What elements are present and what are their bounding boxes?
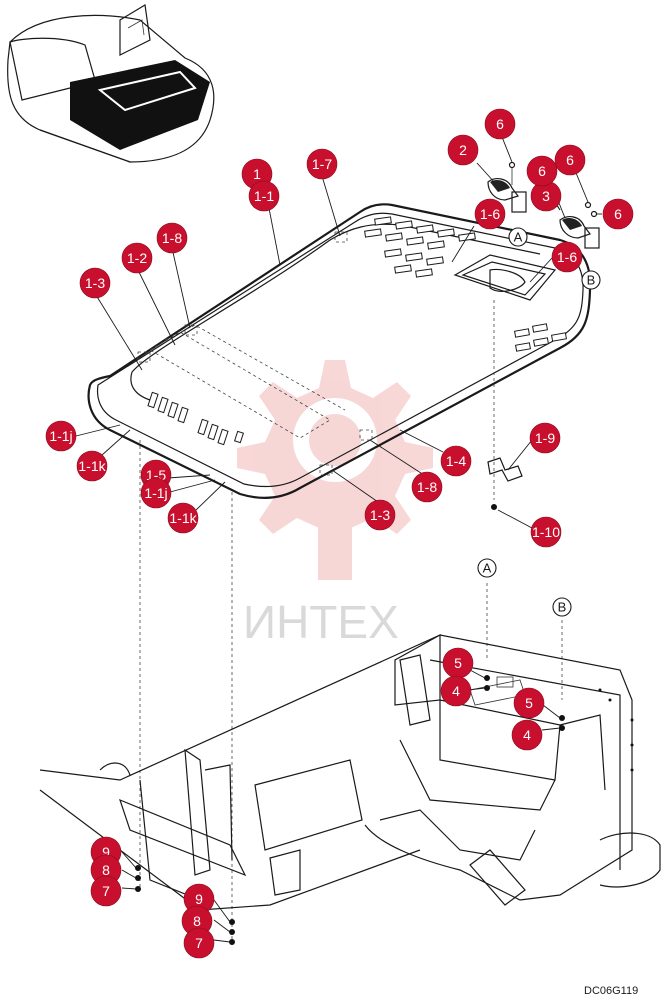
svg-text:1-1j: 1-1j [49, 428, 72, 444]
callout-bubble: 7 [183, 927, 215, 959]
ref-circle-a-bottom: A [477, 558, 497, 578]
callout-bubble: 1-6 [474, 198, 506, 230]
callout-bubble: 4 [440, 675, 472, 707]
callout-bubble: 1-10 [530, 516, 562, 548]
watermark-text: ИНТЕХ [243, 596, 399, 648]
svg-text:5: 5 [525, 695, 533, 711]
callout-bubble: 1-2 [121, 242, 153, 274]
svg-text:1-10: 1-10 [532, 524, 560, 540]
callout-bubble: 6 [526, 155, 558, 187]
svg-text:1-3: 1-3 [370, 507, 390, 523]
callout-bubble: 2 [447, 134, 479, 166]
svg-text:6: 6 [538, 163, 546, 179]
svg-text:1: 1 [253, 166, 261, 182]
svg-text:2: 2 [459, 142, 467, 158]
svg-text:5: 5 [454, 655, 462, 671]
svg-text:7: 7 [195, 935, 203, 951]
callout-bubble: 1-3 [364, 499, 396, 531]
drawing-code: DC06G119 [584, 985, 638, 997]
svg-text:1-9: 1-9 [535, 430, 555, 446]
svg-text:1-8: 1-8 [162, 230, 182, 246]
svg-text:A: A [514, 230, 523, 245]
svg-text:1-2: 1-2 [127, 250, 147, 266]
callout-bubble: 4 [511, 719, 543, 751]
svg-text:1-8: 1-8 [417, 479, 437, 495]
callout-bubble: 6 [554, 144, 586, 176]
svg-text:1-4: 1-4 [446, 453, 466, 469]
svg-text:1-1k: 1-1k [78, 458, 106, 474]
ref-circle-b-bottom: B [552, 597, 572, 617]
callout-bubble: 1-1 [248, 180, 280, 212]
svg-text:B: B [587, 273, 596, 288]
svg-text:1-6: 1-6 [557, 249, 577, 265]
svg-text:7: 7 [102, 883, 110, 899]
leader-lines [75, 131, 602, 943]
callout-bubble: 5 [513, 687, 545, 719]
svg-text:A: A [483, 561, 492, 576]
svg-text:4: 4 [452, 683, 460, 699]
callout-bubble: 7 [90, 875, 122, 907]
callout-bubble: 1-9 [529, 422, 561, 454]
callout-bubble: 1-6 [551, 241, 583, 273]
svg-text:9: 9 [102, 844, 110, 860]
ref-circle-b-top: B [581, 270, 601, 290]
svg-text:4: 4 [523, 727, 531, 743]
svg-text:9: 9 [195, 891, 203, 907]
svg-text:6: 6 [496, 116, 504, 132]
cab-frame [39, 633, 661, 911]
svg-text:8: 8 [193, 913, 201, 929]
machine-thumbnail [7, 4, 215, 163]
svg-text:1-3: 1-3 [85, 275, 105, 291]
svg-text:8: 8 [102, 862, 110, 878]
callout-bubble: 5 [442, 647, 474, 679]
fasteners [135, 675, 565, 945]
callout-bubble: 1-7 [306, 148, 338, 180]
svg-text:6: 6 [566, 152, 574, 168]
callout-bubble: 1-3 [79, 267, 111, 299]
svg-text:1-1: 1-1 [254, 188, 274, 204]
callout-bubble: 1-4 [440, 445, 472, 477]
callout-bubble: 1-1k [76, 450, 108, 482]
callout-bubble: 6 [602, 198, 634, 230]
callout-bubble: 1-8 [156, 222, 188, 254]
svg-text:6: 6 [614, 206, 622, 222]
svg-text:B: B [558, 600, 567, 615]
roof-vent-slots [147, 216, 567, 446]
svg-text:1-7: 1-7 [312, 156, 332, 172]
callout-bubble: 1-1j [45, 420, 77, 452]
ref-circle-a-top: A [508, 227, 528, 247]
roof-panel [87, 203, 592, 500]
callout-bubble: 1-1j [140, 477, 172, 509]
svg-text:1-1j: 1-1j [144, 485, 167, 501]
svg-text:3: 3 [542, 188, 550, 204]
callout-bubble: 1-8 [411, 471, 443, 503]
bracket-assembly [487, 300, 523, 510]
svg-text:1-6: 1-6 [480, 206, 500, 222]
callout-bubble: 6 [484, 108, 516, 140]
callout-bubble: 1-1k [167, 502, 199, 534]
svg-text:1-1k: 1-1k [169, 510, 197, 526]
